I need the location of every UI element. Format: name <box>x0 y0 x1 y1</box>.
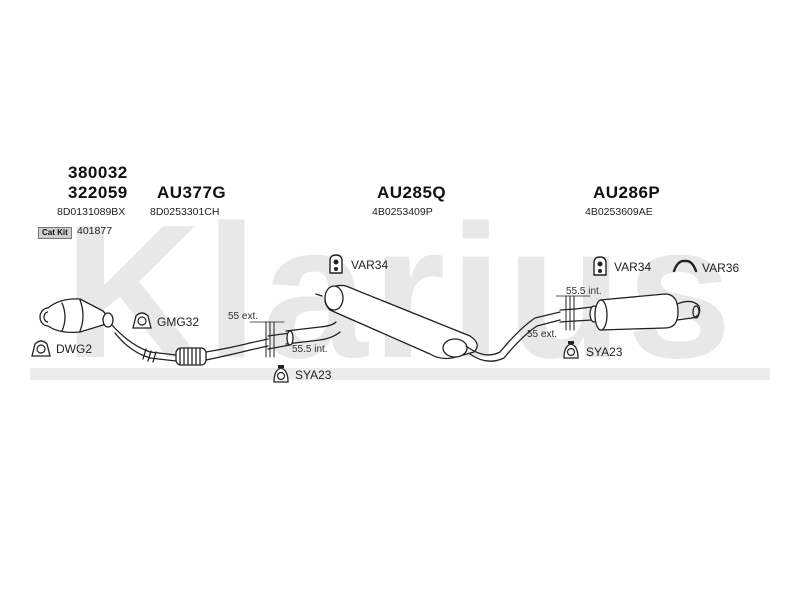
middle-pipe <box>285 321 341 346</box>
watermark-underline <box>30 368 770 380</box>
oem-code-middle-silencer: 4B0253409P <box>372 206 433 218</box>
cat-kit-code: 401877 <box>77 225 113 237</box>
left-joint-marks <box>249 321 285 358</box>
oem-code-front-pipe: 8D0253301CH <box>150 206 220 218</box>
fitting-sya23-right: SYA23 <box>586 345 623 359</box>
rear-silencer <box>574 293 701 331</box>
fitting-dwg2: DWG2 <box>56 342 92 356</box>
part-number-au285q: AU285Q <box>377 183 447 202</box>
dim-right-ext: 55 ext. <box>527 329 558 340</box>
gasket-icon <box>132 312 152 329</box>
fitting-gmg32: GMG32 <box>157 315 200 329</box>
front-pipe <box>111 324 291 366</box>
hanger-bracket-icon <box>672 259 698 273</box>
cat-kit-badge: Cat Kit <box>38 227 72 239</box>
gasket-icon <box>31 340 51 357</box>
fitting-sya23-left: SYA23 <box>295 368 332 382</box>
fitting-var36: VAR36 <box>702 261 740 275</box>
clamp-icon <box>273 365 289 383</box>
fitting-var34-rear: VAR34 <box>614 260 652 274</box>
catalytic-converter <box>39 298 114 334</box>
oem-code-catalyst: 8D0131089BX <box>57 206 126 218</box>
middle-silencer <box>315 284 478 360</box>
part-number-au377g: AU377G <box>157 183 227 202</box>
oem-code-rear-silencer: 4B0253609AE <box>585 206 653 218</box>
dim-right-int: 55.5 int. <box>566 286 602 297</box>
part-number-322059: 322059 <box>68 183 128 202</box>
clamp-icon <box>563 341 579 359</box>
part-number-au286p: AU286P <box>593 183 661 202</box>
rubber-hanger-icon <box>593 256 607 276</box>
right-joint-marks <box>555 295 591 331</box>
dim-left-ext: 55 ext. <box>228 311 259 322</box>
rubber-hanger-icon <box>329 254 343 274</box>
dim-left-int: 55.5 int. <box>292 344 328 355</box>
fitting-var34-middle: VAR34 <box>351 258 389 272</box>
part-number-380032: 380032 <box>68 163 128 182</box>
rear-pipe <box>465 308 576 362</box>
